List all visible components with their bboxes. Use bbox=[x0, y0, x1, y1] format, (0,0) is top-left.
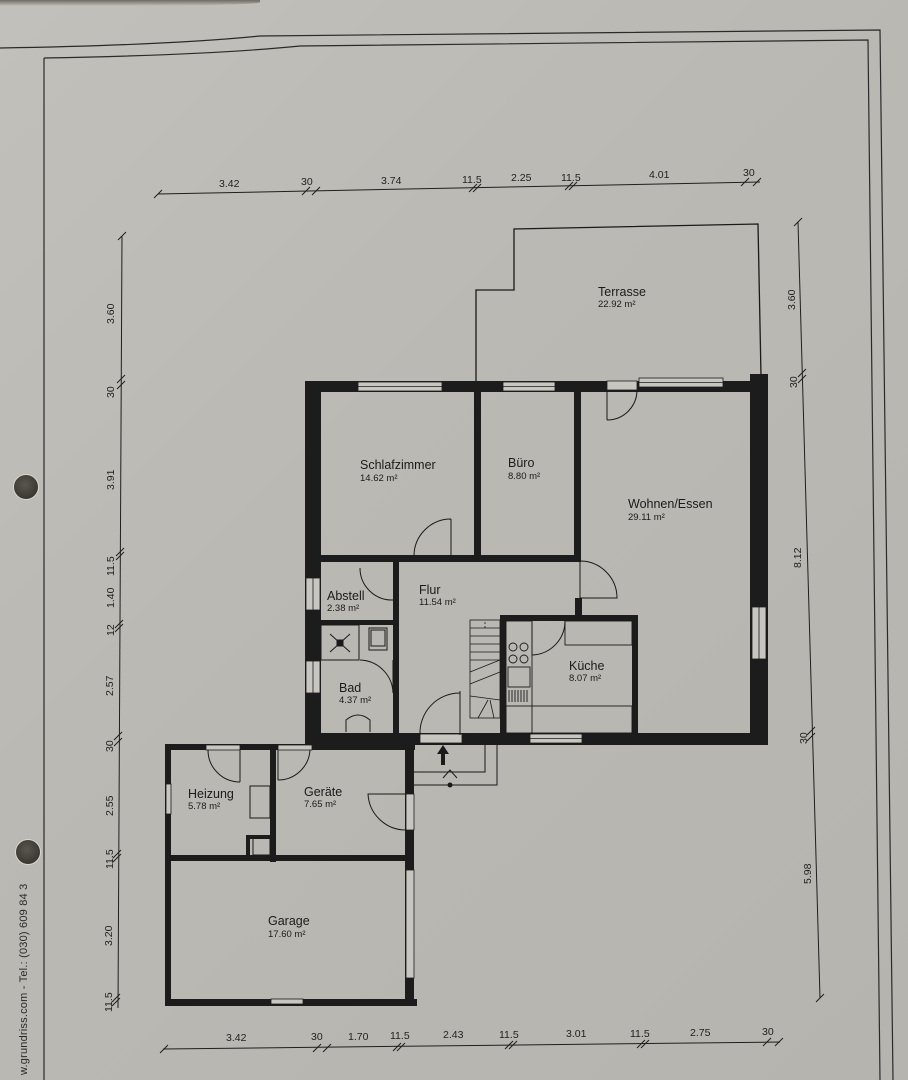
svg-text:30: 30 bbox=[788, 376, 800, 388]
dimension-lines bbox=[117, 181, 821, 1050]
svg-text:1.40: 1.40 bbox=[105, 587, 117, 608]
room-geraete: Geräte 7.65 m² bbox=[304, 785, 342, 810]
svg-text:11.5: 11.5 bbox=[462, 174, 482, 186]
svg-text:3.42: 3.42 bbox=[219, 178, 240, 190]
svg-text:Büro: Büro bbox=[508, 456, 534, 470]
svg-text:3.60: 3.60 bbox=[105, 303, 117, 324]
svg-text:8.12: 8.12 bbox=[792, 547, 804, 568]
svg-text:Terrasse: Terrasse bbox=[598, 285, 646, 299]
svg-text:Küche: Küche bbox=[569, 659, 604, 673]
room-wohnen-essen: Wohnen/Essen 29.11 m² bbox=[628, 497, 713, 523]
entrance-area bbox=[412, 745, 498, 788]
svg-text:30: 30 bbox=[798, 732, 810, 744]
svg-text:30: 30 bbox=[311, 1031, 323, 1043]
svg-text:11.5: 11.5 bbox=[499, 1029, 519, 1041]
dimension-ticks bbox=[111, 177, 825, 1054]
svg-text:7.65 m²: 7.65 m² bbox=[304, 799, 336, 810]
svg-text:11.5: 11.5 bbox=[561, 172, 581, 184]
svg-text:4.01: 4.01 bbox=[649, 169, 670, 181]
svg-text:Flur: Flur bbox=[419, 583, 441, 597]
svg-text:1.70: 1.70 bbox=[348, 1031, 369, 1043]
svg-text:Abstell: Abstell bbox=[327, 589, 365, 603]
svg-text:Bad: Bad bbox=[339, 681, 361, 695]
annex-walls bbox=[165, 744, 417, 1006]
room-buero: Büro 8.80 m² bbox=[508, 456, 540, 482]
left-dimension-labels: 3.60 30 3.91 11.5 1.40 12 2.57 30 2.55 1… bbox=[103, 303, 117, 1012]
svg-text:14.62 m²: 14.62 m² bbox=[360, 473, 398, 484]
windows bbox=[305, 377, 767, 744]
svg-text:Wohnen/Essen: Wohnen/Essen bbox=[628, 497, 713, 511]
terrace-outline bbox=[475, 223, 762, 382]
svg-text:2.57: 2.57 bbox=[104, 675, 116, 696]
svg-text:29.11 m²: 29.11 m² bbox=[628, 512, 665, 523]
svg-text:2.43: 2.43 bbox=[443, 1029, 464, 1041]
svg-text:3.01: 3.01 bbox=[566, 1028, 587, 1040]
svg-text:8.07 m²: 8.07 m² bbox=[569, 673, 601, 684]
svg-text:Garage: Garage bbox=[268, 914, 310, 928]
svg-text:17.60 m²: 17.60 m² bbox=[268, 929, 306, 940]
room-bad: Bad 4.37 m² bbox=[339, 681, 371, 706]
svg-text:3.60: 3.60 bbox=[786, 289, 798, 310]
svg-text:22.92 m²: 22.92 m² bbox=[598, 299, 636, 310]
door-swings bbox=[359, 389, 638, 736]
svg-text:4.37 m²: 4.37 m² bbox=[339, 695, 371, 706]
room-heizung: Heizung 5.78 m² bbox=[188, 787, 234, 812]
svg-text:2.55: 2.55 bbox=[104, 795, 116, 816]
svg-text:2.75: 2.75 bbox=[690, 1027, 711, 1039]
svg-text:30: 30 bbox=[743, 167, 755, 179]
svg-text:3.42: 3.42 bbox=[226, 1032, 247, 1044]
kitchen-fixtures bbox=[505, 620, 633, 735]
svg-text:11.5: 11.5 bbox=[105, 556, 117, 576]
room-garage: Garage 17.60 m² bbox=[268, 914, 310, 940]
svg-text:11.5: 11.5 bbox=[390, 1030, 410, 1042]
svg-text:5.98: 5.98 bbox=[802, 863, 814, 884]
svg-text:12: 12 bbox=[105, 624, 117, 636]
punch-hole-bottom bbox=[16, 840, 40, 864]
svg-text:30: 30 bbox=[105, 386, 117, 398]
staircase bbox=[469, 619, 501, 719]
svg-text:3.74: 3.74 bbox=[381, 175, 402, 187]
svg-text:2.25: 2.25 bbox=[511, 172, 532, 184]
svg-text:2.38 m²: 2.38 m² bbox=[327, 603, 359, 614]
bath-fixtures bbox=[320, 624, 388, 732]
room-schlafzimmer: Schlafzimmer 14.62 m² bbox=[360, 458, 436, 484]
punch-hole-top bbox=[14, 475, 38, 499]
sheet-frame bbox=[0, 29, 894, 1080]
room-terrasse: Terrasse 22.92 m² bbox=[598, 285, 646, 310]
svg-text:30: 30 bbox=[762, 1026, 774, 1038]
entrance-arrow-icon bbox=[437, 745, 449, 765]
svg-text:3.20: 3.20 bbox=[103, 925, 115, 946]
interior-walls bbox=[320, 391, 638, 734]
svg-text:Geräte: Geräte bbox=[304, 785, 342, 799]
svg-text:5.78 m²: 5.78 m² bbox=[188, 801, 220, 812]
svg-text:8.80 m²: 8.80 m² bbox=[508, 471, 540, 482]
room-abstell: Abstell 2.38 m² bbox=[327, 589, 365, 614]
svg-text:11.5: 11.5 bbox=[104, 849, 116, 869]
annex-openings bbox=[165, 744, 415, 1005]
annex-doors bbox=[207, 749, 407, 856]
svg-text:11.5: 11.5 bbox=[103, 992, 115, 1012]
room-kueche: Küche 8.07 m² bbox=[569, 659, 604, 684]
dimension-labels: 3.42 30 3.74 11.5 2.25 11.5 4.01 30 3.42… bbox=[219, 167, 774, 1044]
svg-text:Heizung: Heizung bbox=[188, 787, 234, 801]
page-shadow bbox=[0, 0, 260, 6]
right-dimension-labels: 3.60 30 8.12 30 5.98 bbox=[786, 289, 814, 884]
svg-text:30: 30 bbox=[301, 176, 313, 188]
footer-contact-text: w.grundriss.com - Tel.: (030) 609 84 3 bbox=[18, 883, 30, 1075]
room-flur: Flur 11.54 m² bbox=[419, 583, 456, 608]
svg-text:Schlafzimmer: Schlafzimmer bbox=[360, 458, 436, 472]
svg-text:3.91: 3.91 bbox=[105, 469, 117, 490]
svg-text:30: 30 bbox=[104, 740, 116, 752]
svg-text:11.5: 11.5 bbox=[630, 1028, 650, 1040]
svg-text:11.54 m²: 11.54 m² bbox=[419, 597, 456, 608]
